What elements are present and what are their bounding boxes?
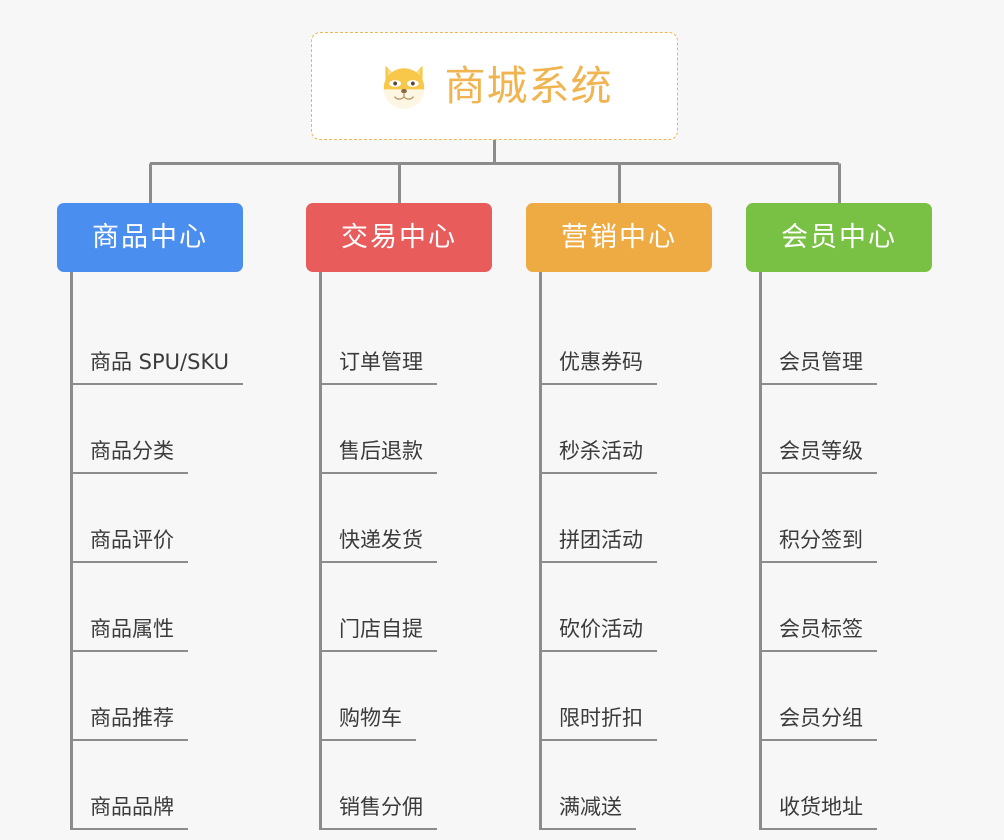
list-item[interactable]: 积分签到	[759, 474, 936, 563]
category-box-marketing-center[interactable]: 营销中心	[526, 203, 712, 272]
leaf-list-marketing-center: 优惠券码 秒杀活动 拼团活动 砍价活动 限时折扣 满减送	[539, 272, 716, 830]
leaf-label: 会员管理	[759, 347, 877, 385]
leaf-label: 积分签到	[759, 525, 877, 563]
list-item[interactable]: 商品品牌	[70, 741, 247, 830]
leaf-label: 拼团活动	[539, 525, 657, 563]
leaf-label: 秒杀活动	[539, 436, 657, 474]
list-item[interactable]: 商品推荐	[70, 652, 247, 741]
leaf-label: 快递发货	[319, 525, 437, 563]
list-item[interactable]: 砍价活动	[539, 563, 716, 652]
leaf-label: 会员标签	[759, 614, 877, 652]
branch-column-member-center: 会员中心 会员管理 会员等级 积分签到 会员标签 会员分组 收货地址	[746, 203, 936, 830]
list-item[interactable]: 售后退款	[319, 385, 496, 474]
shiba-dog-face-icon	[383, 65, 424, 109]
category-label: 会员中心	[781, 222, 897, 253]
category-box-member-center[interactable]: 会员中心	[746, 203, 932, 272]
list-item[interactable]: 销售分佣	[319, 741, 496, 830]
list-item[interactable]: 会员管理	[759, 296, 936, 385]
list-item[interactable]: 秒杀活动	[539, 385, 716, 474]
leaf-label: 商品属性	[70, 614, 188, 652]
leaf-label: 商品分类	[70, 436, 188, 474]
leaf-label: 限时折扣	[539, 703, 657, 741]
leaf-label: 商品评价	[70, 525, 188, 563]
leaf-list-product-center: 商品 SPU/SKU 商品分类 商品评价 商品属性 商品推荐 商品品牌	[70, 272, 247, 830]
list-item[interactable]: 满减送	[539, 741, 716, 830]
branch-column-product-center: 商品中心 商品 SPU/SKU 商品分类 商品评价 商品属性 商品推荐 商品品牌	[57, 203, 247, 830]
category-label: 商品中心	[92, 222, 208, 253]
list-item[interactable]: 会员等级	[759, 385, 936, 474]
leaf-label: 门店自提	[319, 614, 437, 652]
category-label: 交易中心	[341, 222, 457, 253]
leaf-label: 会员分组	[759, 703, 877, 741]
leaf-list-trade-center: 订单管理 售后退款 快递发货 门店自提 购物车 销售分佣	[319, 272, 496, 830]
list-item[interactable]: 快递发货	[319, 474, 496, 563]
leaf-label: 销售分佣	[319, 792, 437, 830]
list-item[interactable]: 商品属性	[70, 563, 247, 652]
category-box-trade-center[interactable]: 交易中心	[306, 203, 492, 272]
leaf-label: 优惠券码	[539, 347, 657, 385]
list-item[interactable]: 限时折扣	[539, 652, 716, 741]
leaf-label: 售后退款	[319, 436, 437, 474]
list-item[interactable]: 商品分类	[70, 385, 247, 474]
branch-column-trade-center: 交易中心 订单管理 售后退款 快递发货 门店自提 购物车 销售分佣	[306, 203, 496, 830]
leaf-label: 满减送	[539, 792, 636, 830]
category-label: 营销中心	[561, 222, 677, 253]
leaf-label: 砍价活动	[539, 614, 657, 652]
branch-column-marketing-center: 营销中心 优惠券码 秒杀活动 拼团活动 砍价活动 限时折扣 满减送	[526, 203, 716, 830]
list-item[interactable]: 商品评价	[70, 474, 247, 563]
list-item[interactable]: 订单管理	[319, 296, 496, 385]
leaf-label: 收货地址	[759, 792, 877, 830]
root-node-mall-system[interactable]: 商城系统	[311, 32, 678, 140]
leaf-label: 订单管理	[319, 347, 437, 385]
leaf-list-member-center: 会员管理 会员等级 积分签到 会员标签 会员分组 收货地址	[759, 272, 936, 830]
list-item[interactable]: 收货地址	[759, 741, 936, 830]
list-item[interactable]: 门店自提	[319, 563, 496, 652]
category-box-product-center[interactable]: 商品中心	[57, 203, 243, 272]
list-item[interactable]: 购物车	[319, 652, 496, 741]
leaf-label: 购物车	[319, 703, 416, 741]
list-item[interactable]: 拼团活动	[539, 474, 716, 563]
list-item[interactable]: 优惠券码	[539, 296, 716, 385]
leaf-label: 商品 SPU/SKU	[70, 347, 244, 385]
leaf-label: 会员等级	[759, 436, 877, 474]
leaf-label: 商品推荐	[70, 703, 188, 741]
root-node-title: 商城系统	[444, 61, 613, 110]
list-item[interactable]: 会员标签	[759, 563, 936, 652]
leaf-label: 商品品牌	[70, 792, 188, 830]
list-item[interactable]: 商品 SPU/SKU	[70, 296, 247, 385]
list-item[interactable]: 会员分组	[759, 652, 936, 741]
